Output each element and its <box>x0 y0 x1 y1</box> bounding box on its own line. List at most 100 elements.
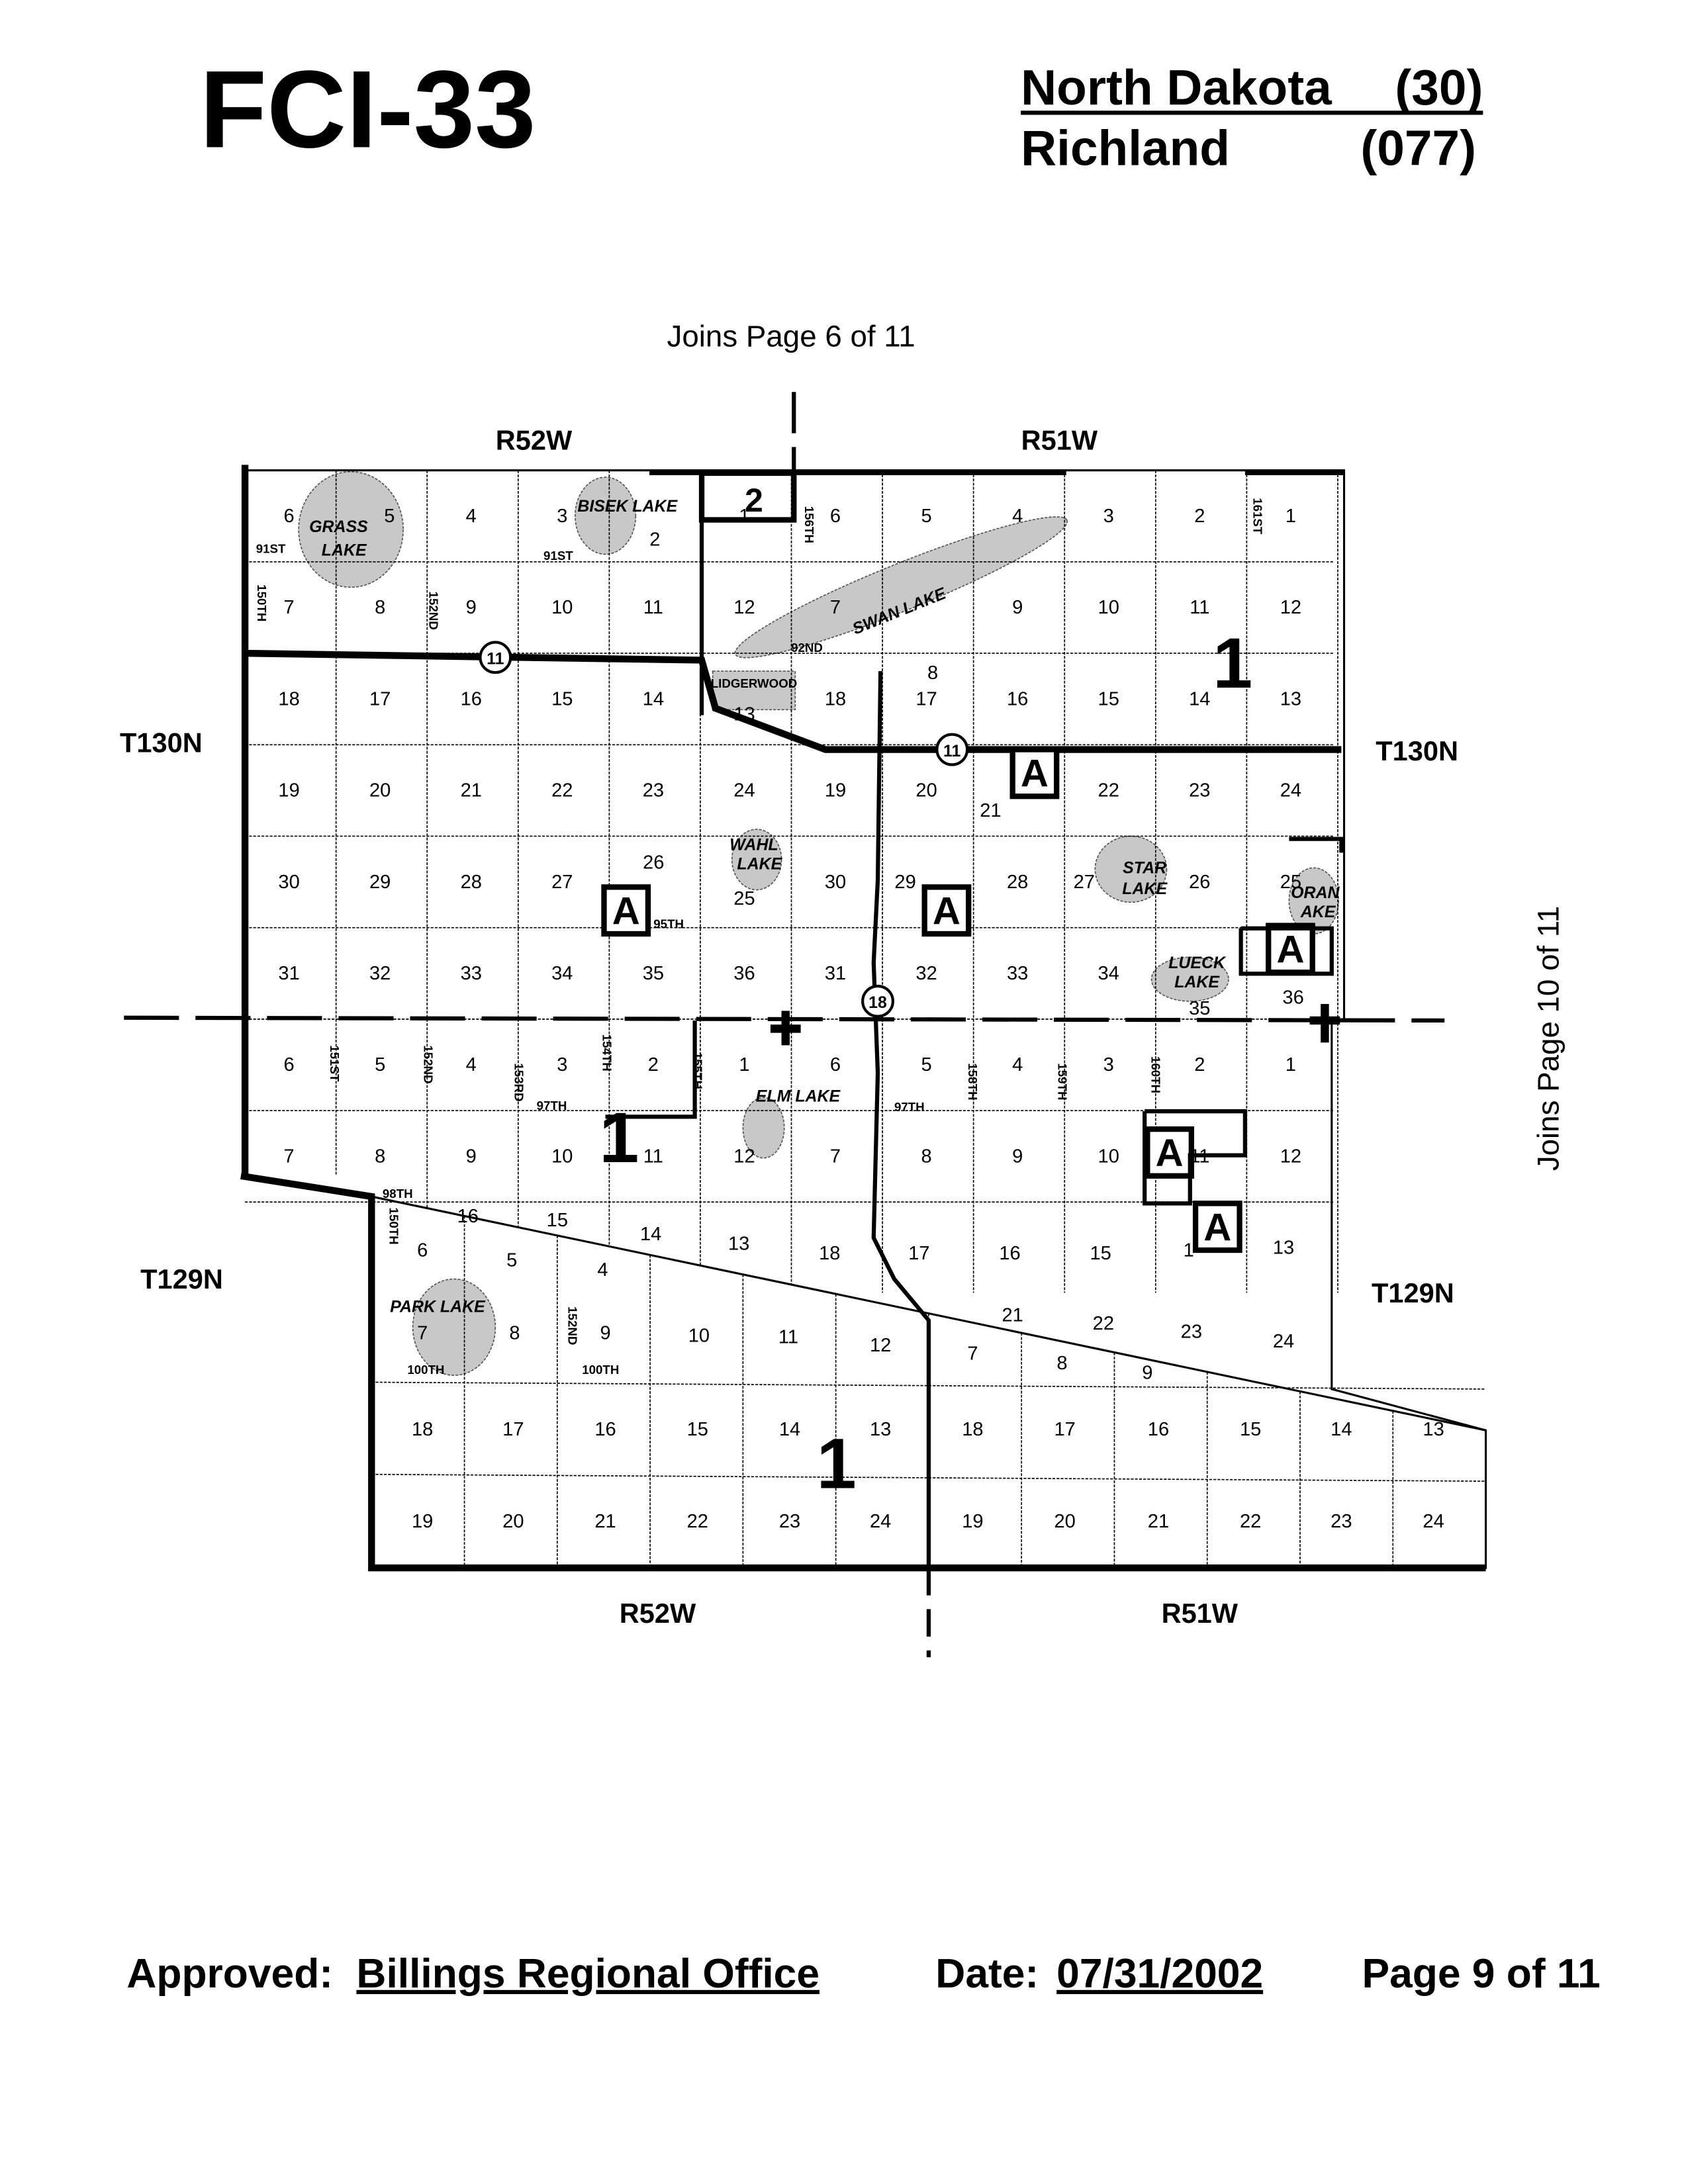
road-label: 155TH <box>691 1052 705 1089</box>
section-number: 6 <box>830 1054 841 1075</box>
section-number: 2 <box>1194 506 1205 527</box>
zone-a-label: A <box>1203 1206 1231 1249</box>
section-number: 13 <box>870 1419 891 1440</box>
joins-top: Joins Page 6 of 11 <box>667 320 915 353</box>
section-number: 3 <box>1103 1054 1114 1075</box>
road-label: 150TH <box>387 1208 400 1245</box>
section-number: 22 <box>687 1511 708 1532</box>
section-number: 29 <box>369 872 391 893</box>
section-number: 9 <box>466 1146 477 1167</box>
zone-a-box <box>1145 1126 1194 1179</box>
section-number: 11 <box>643 1146 663 1167</box>
section-number: 5 <box>506 1250 517 1271</box>
section-number: 28 <box>1007 872 1028 893</box>
section-number: 8 <box>1056 1353 1067 1374</box>
section-number: 34 <box>1098 963 1119 984</box>
road-label: 153RD <box>512 1063 526 1101</box>
lake-label: ORAN <box>1291 884 1340 902</box>
section-number: 27 <box>551 872 573 893</box>
section-number: 33 <box>461 963 482 984</box>
section-number: 14 <box>1189 688 1210 709</box>
section-number: 7 <box>284 1146 295 1167</box>
section-number: 10 <box>688 1326 710 1347</box>
section-number: 6 <box>830 506 841 527</box>
section-number: 16 <box>1148 1419 1169 1440</box>
section-number: 23 <box>1181 1321 1202 1342</box>
lakes <box>298 471 1340 1376</box>
lake-label: LUECK <box>1168 954 1227 972</box>
road-label: 98TH <box>383 1187 413 1201</box>
section-number: 4 <box>466 506 477 527</box>
grass-lake-shape <box>298 471 404 588</box>
lake-label: LAKE <box>322 541 367 560</box>
section-number: 10 <box>551 1146 573 1167</box>
section-number: 9 <box>1012 1146 1023 1167</box>
lake-label: AKE <box>1300 903 1336 921</box>
section-number: 34 <box>551 963 573 984</box>
section-number: 16 <box>461 688 482 709</box>
section-number: 24 <box>870 1511 891 1532</box>
section-number: 3 <box>1103 506 1114 527</box>
section-number: 1 <box>739 1054 749 1075</box>
section-number: 12 <box>733 1146 755 1167</box>
zone-boundary-east <box>1289 837 1344 853</box>
range-label-top-left: R52W <box>496 425 573 456</box>
section-number: 18 <box>278 688 299 709</box>
section-number: 24 <box>733 780 755 801</box>
highway-18-route <box>871 671 931 1569</box>
section-number: 25 <box>733 888 755 909</box>
section-number: 32 <box>915 963 937 984</box>
section-number: 20 <box>1054 1511 1075 1532</box>
section-number: 2 <box>648 1054 659 1075</box>
road-label: 100TH <box>582 1363 619 1377</box>
section-number: 24 <box>1280 780 1301 801</box>
section-number: 18 <box>412 1419 433 1440</box>
lake-label: PARK LAKE <box>390 1297 486 1316</box>
section-number: 35 <box>643 963 664 984</box>
date-label: Date: <box>935 1951 1039 1997</box>
road-label: 160TH <box>1149 1056 1163 1093</box>
section-number: 7 <box>417 1322 428 1343</box>
zone-a-box <box>601 884 651 937</box>
section-number: 23 <box>643 780 664 801</box>
road-label: 100TH <box>407 1363 444 1377</box>
form-id-title: FCI-33 <box>200 48 536 171</box>
section-number: 21 <box>461 780 482 801</box>
lake-label: LAKE <box>737 854 782 873</box>
section-number: 5 <box>375 1054 385 1075</box>
section-number: 9 <box>1142 1363 1152 1384</box>
zone-a-box <box>921 884 972 937</box>
section-number: 8 <box>927 662 938 684</box>
zone-a-marker: A <box>1145 1126 1194 1179</box>
section-number: 6 <box>284 1054 295 1075</box>
zone-a-label: A <box>933 889 960 933</box>
section-number: 15 <box>1090 1243 1111 1264</box>
road-label: 161ST <box>1250 498 1264 535</box>
section-number: 16 <box>999 1243 1020 1264</box>
section-number: 11 <box>778 1327 798 1348</box>
range-label-bottom-right: R51W <box>1162 1598 1239 1629</box>
section-number: 7 <box>284 597 295 618</box>
corner-marker-east <box>1309 1004 1340 1043</box>
section-number: 8 <box>509 1322 520 1343</box>
section-number: 12 <box>1280 597 1301 618</box>
highway-11-shield: 11 <box>479 641 512 674</box>
section-number: 6 <box>284 506 295 527</box>
lake-label: GRASS <box>309 518 368 536</box>
section-number: 20 <box>502 1511 524 1532</box>
section-number: 26 <box>643 852 664 874</box>
section-number: 22 <box>1093 1313 1114 1334</box>
section-number: 19 <box>412 1511 433 1532</box>
road-label: 154TH <box>600 1034 614 1071</box>
highway-11-number: 11 <box>487 650 504 668</box>
section-number: 13 <box>1273 1238 1294 1259</box>
section-number: 23 <box>1331 1511 1352 1532</box>
section-number: 18 <box>825 688 846 709</box>
lake-label: LAKE <box>1174 973 1220 991</box>
section-number: 28 <box>461 872 482 893</box>
section-number: 8 <box>375 1146 385 1167</box>
section-number: 15 <box>547 1210 568 1231</box>
road-label: 150TH <box>255 584 269 621</box>
section-number: 1 <box>1286 1054 1296 1075</box>
